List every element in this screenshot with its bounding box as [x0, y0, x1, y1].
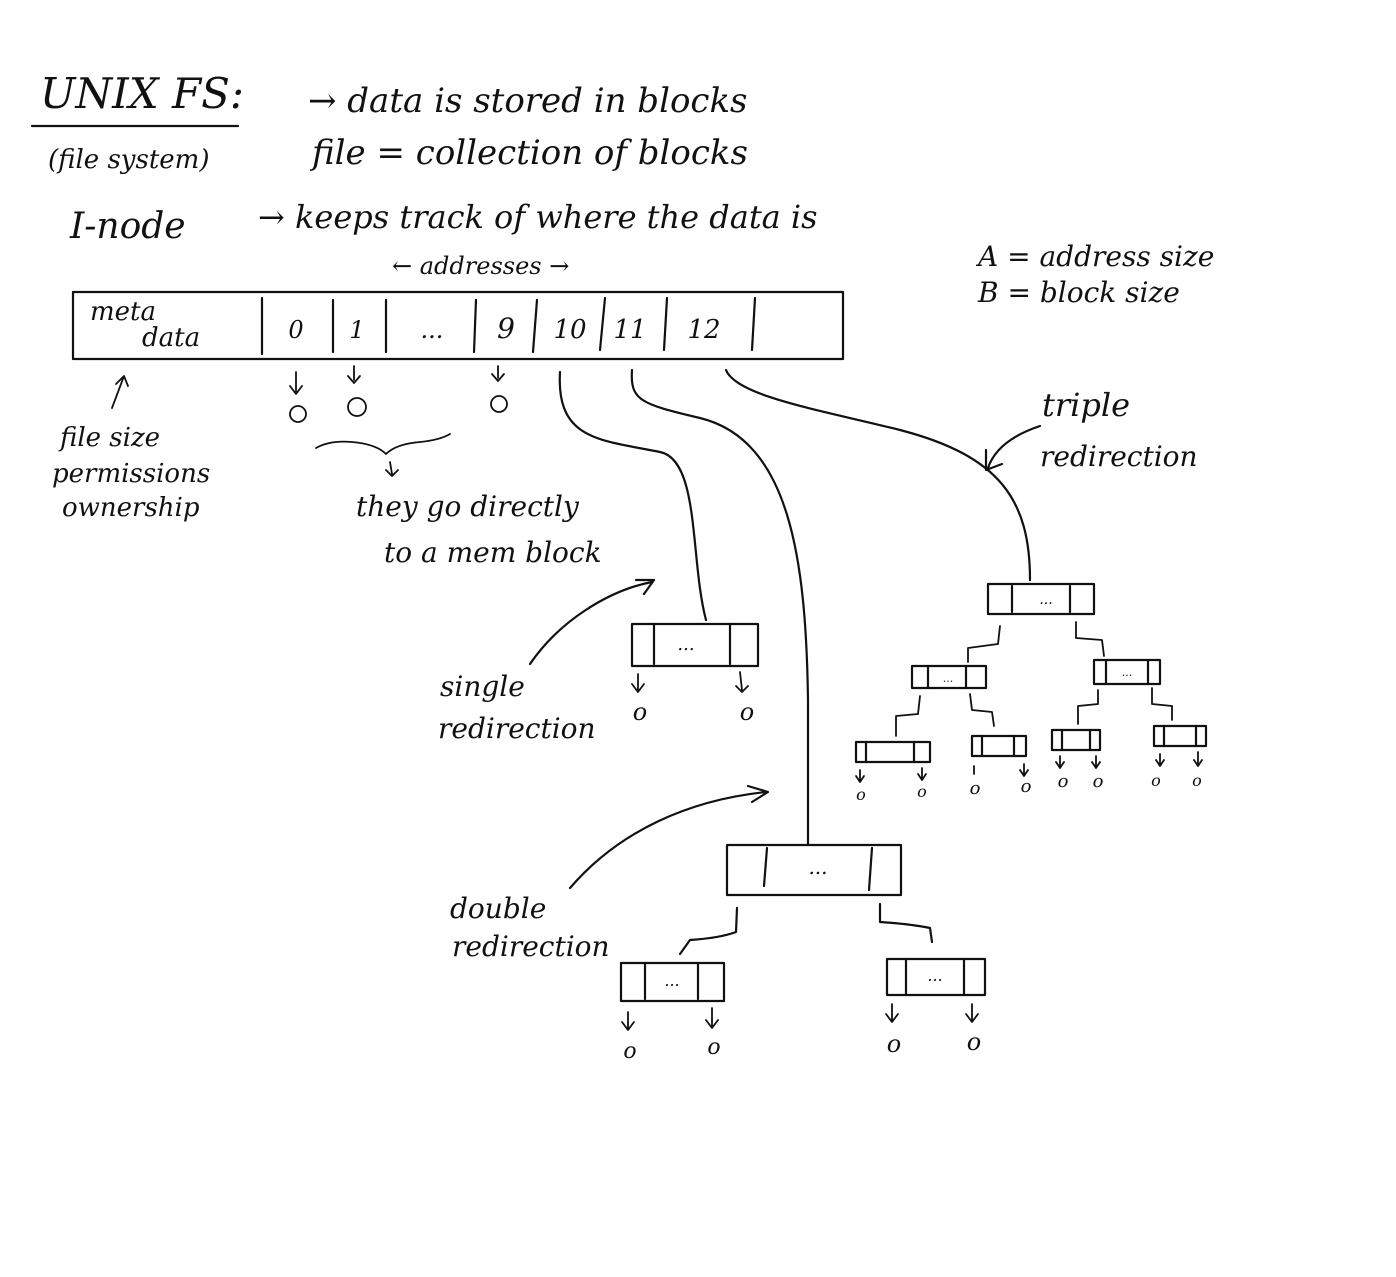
triple-level3-a	[854, 740, 932, 764]
direct-block-circle	[490, 395, 508, 413]
triple-redirection-pointer	[724, 368, 1032, 582]
note-line-1: → data is stored in blocks	[308, 81, 748, 121]
triple-label-arrow	[984, 424, 1042, 472]
direct-note-2: to a mem block	[384, 536, 602, 569]
address-cell-11: 11	[613, 315, 646, 345]
single-label-2: redirection	[438, 712, 596, 745]
leaf-block: o	[707, 1035, 720, 1060]
address-cell-12: 12	[687, 315, 720, 345]
leaf-block: o	[967, 1028, 981, 1056]
single-label-arrow	[528, 578, 656, 666]
metadata-label-1: meta	[90, 297, 156, 327]
metadata-note-permissions: permissions	[52, 459, 210, 489]
leaf-block: o	[633, 698, 647, 726]
triple-level3-d	[1152, 724, 1208, 748]
double-label-arrow	[568, 784, 770, 890]
metadata-note-ownership: ownership	[62, 493, 200, 523]
svg-text:...: ...	[677, 634, 694, 655]
svg-text:...: ...	[1039, 592, 1052, 608]
leaf-block: o	[1058, 771, 1069, 792]
leaf-block: o	[1151, 771, 1161, 790]
triple-level3-c	[1050, 728, 1102, 752]
addresses-label: ← addresses →	[392, 252, 569, 280]
metadata-note-file-size: file size	[58, 423, 160, 453]
triple-redirection-root: ...	[986, 582, 1096, 616]
svg-text:...: ...	[943, 672, 954, 685]
address-cell-1: 1	[349, 316, 364, 344]
leaf-block: o	[856, 785, 866, 804]
svg-text:...: ...	[808, 855, 827, 879]
brace	[315, 433, 451, 455]
double-label-1: double	[450, 892, 546, 925]
legend-block-size: B = block size	[977, 276, 1180, 309]
inode-description: → keeps track of where the data is	[258, 198, 818, 236]
direct-block-circle	[289, 405, 307, 423]
leaf-block: o	[740, 698, 754, 726]
leaf-block: o	[1021, 776, 1032, 797]
subtitle: (file system)	[48, 145, 209, 175]
triple-level3-b	[970, 734, 1028, 758]
triple-label-1: triple	[1042, 386, 1130, 424]
double-label-2: redirection	[452, 930, 610, 963]
metadata-label-2: data	[142, 323, 200, 353]
direct-block-circle	[347, 397, 367, 417]
inode-table: meta data 0 1 ... 9 10 11 12	[71, 290, 845, 361]
metadata-arrow	[111, 375, 129, 409]
double-child-left: ... o o	[619, 961, 726, 1064]
single-redirection-block: ... o o	[630, 622, 760, 726]
double-redirection-pointer	[630, 368, 810, 846]
triple-level2-left: ...	[910, 664, 988, 690]
address-cell-ellipsis: ...	[421, 316, 444, 344]
svg-text:...: ...	[927, 966, 942, 985]
leaf-block: o	[887, 1030, 901, 1058]
direct-pointers	[289, 365, 508, 477]
inode-label: I-node	[69, 206, 186, 247]
address-cell-0: 0	[288, 316, 303, 344]
double-child-right: ... o o	[885, 957, 987, 1058]
double-redirection-root: ...	[725, 843, 903, 897]
note-line-2: file = collection of blocks	[309, 133, 748, 173]
triple-label-2: redirection	[1040, 440, 1198, 473]
legend-address-size: A = address size	[975, 240, 1214, 273]
single-label-1: single	[440, 670, 525, 703]
leaf-block: o	[917, 782, 927, 801]
svg-text:...: ...	[664, 971, 679, 990]
svg-text:...: ...	[1122, 666, 1133, 679]
leaf-block: o	[1093, 771, 1104, 792]
leaf-block: o	[970, 778, 981, 799]
leaf-block: o	[1192, 771, 1202, 790]
triple-level2-right: ...	[1092, 658, 1162, 686]
single-redirection-pointer	[558, 370, 708, 622]
leaf-block: o	[623, 1039, 636, 1064]
triple-leaf-pointers	[855, 751, 1203, 783]
direct-note-1: they go directly	[356, 490, 580, 523]
page-title: UNIX FS:	[40, 69, 244, 118]
address-cell-9: 9	[497, 312, 515, 345]
address-cell-10: 10	[553, 315, 586, 345]
